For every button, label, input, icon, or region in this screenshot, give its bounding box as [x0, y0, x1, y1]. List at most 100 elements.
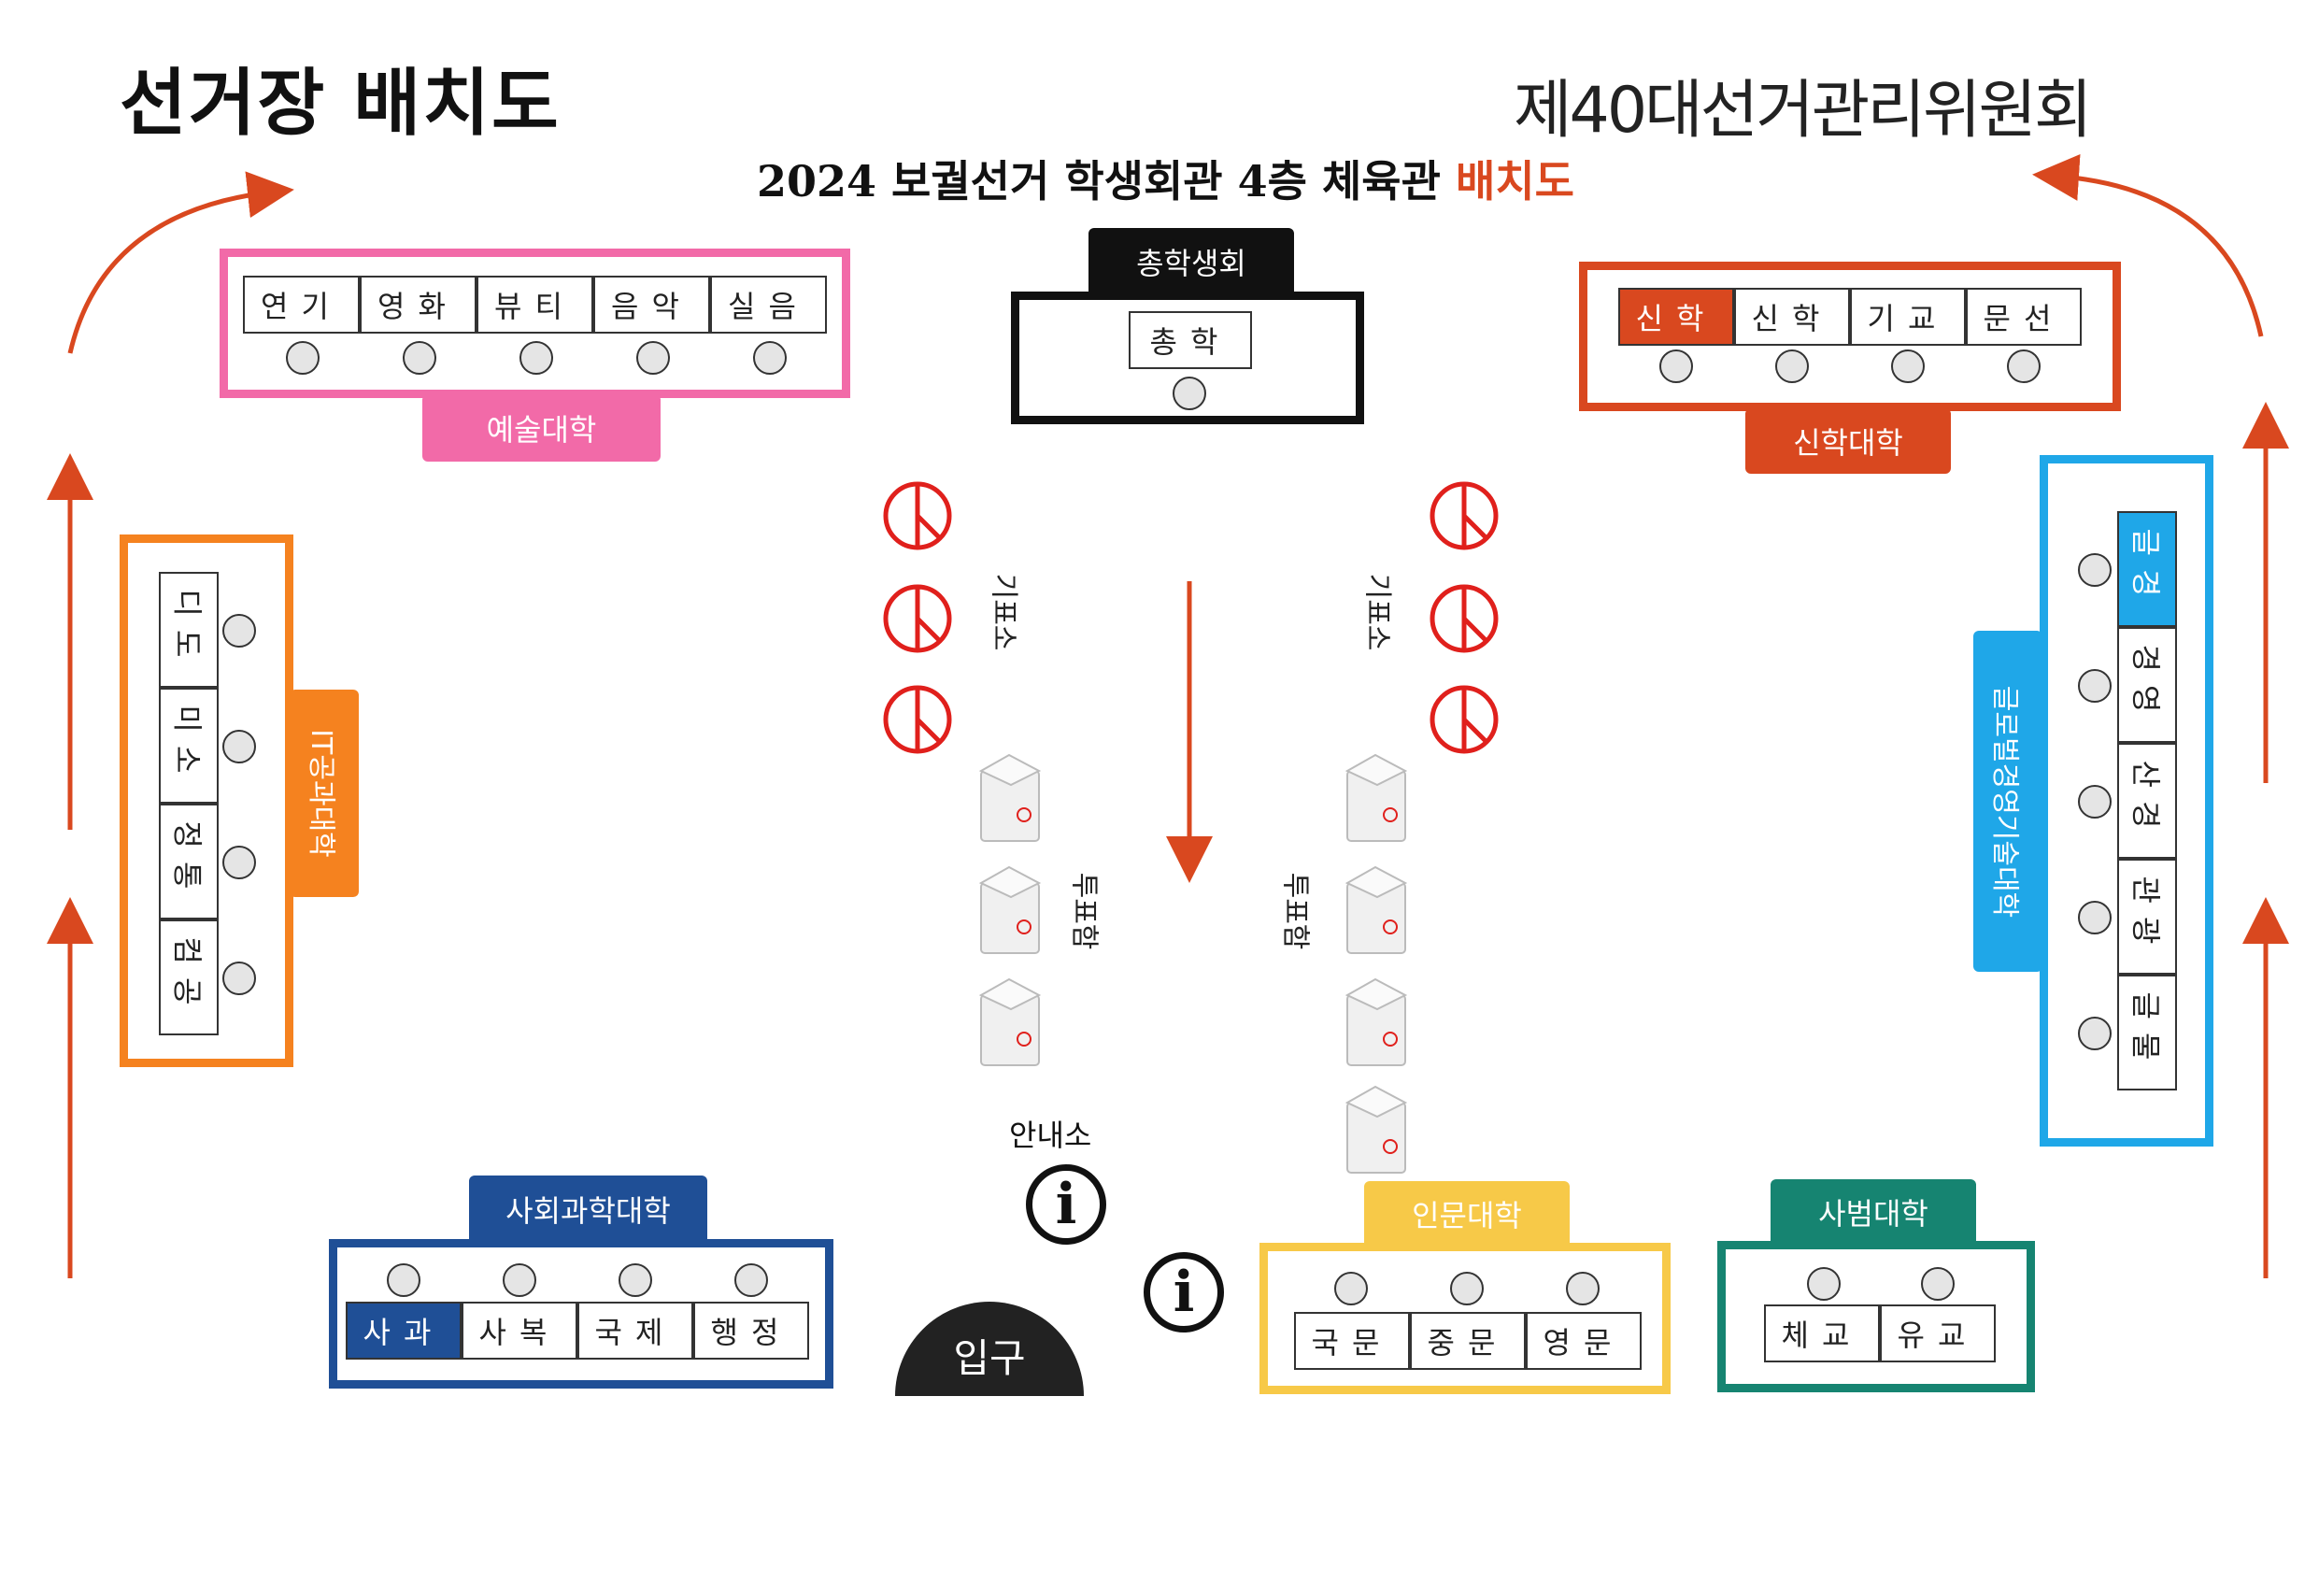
booth-global-3: 관광 — [2117, 859, 2177, 975]
seat — [387, 1263, 420, 1297]
social-college-label: 사회과학대학 — [469, 1176, 707, 1243]
seat — [1891, 349, 1925, 383]
booth-arts-1: 영화 — [360, 276, 477, 334]
humanities-booth-row: 국문 중문 영문 — [1294, 1312, 1642, 1370]
arrow-left-top — [67, 171, 294, 354]
it-college-label: IT공과대학 — [290, 690, 359, 897]
seat — [753, 341, 787, 375]
seat — [2078, 669, 2112, 703]
info-icon: i — [1144, 1252, 1224, 1332]
booth-social-1: 사복 — [462, 1302, 577, 1360]
booth-it-1: 미소 — [159, 688, 219, 804]
arrow-right-top — [2032, 153, 2264, 337]
seat — [1173, 377, 1206, 410]
seat — [286, 341, 320, 375]
ballot-stamp-icon — [883, 481, 952, 550]
booth-social-0: 사과 — [346, 1302, 462, 1360]
student-council-label: 총학생회 — [1088, 228, 1294, 295]
seat — [2078, 785, 2112, 819]
theology-booth-row: 신학 신학 기교 문선 — [1618, 288, 2082, 346]
seat — [403, 341, 436, 375]
seat — [519, 341, 553, 375]
voting-booth-label-right: 기표소 — [1360, 573, 1393, 651]
ballot-box-icon — [1344, 1085, 1408, 1174]
booth-arts-4: 실음 — [710, 276, 827, 334]
subtitle-accent: 배치도 — [1455, 156, 1574, 207]
booth-theology-0: 신학 — [1618, 288, 1734, 346]
seat — [222, 846, 256, 879]
seat — [222, 962, 256, 995]
booth-student-council: 총학 — [1129, 311, 1252, 369]
seat — [503, 1263, 536, 1297]
ballot-box-icon — [978, 865, 1042, 954]
seat — [1921, 1267, 1955, 1301]
booth-global-4: 글물 — [2117, 975, 2177, 1090]
ballot-stamp-icon — [883, 584, 952, 653]
ballot-box-icon — [978, 753, 1042, 842]
global-college-label: 글로벌경영기술대학 — [1973, 631, 2042, 972]
booth-arts-2: 뷰티 — [477, 276, 593, 334]
booth-social-3: 행정 — [693, 1302, 809, 1360]
arts-college-label: 예술대학 — [422, 394, 661, 462]
ballot-box-icon — [1344, 977, 1408, 1066]
booth-global-0: 글경 — [2117, 511, 2177, 627]
theology-college-label: 신학대학 — [1745, 408, 1951, 474]
booth-social-2: 국제 — [577, 1302, 693, 1360]
booth-education-1: 유교 — [1880, 1304, 1996, 1362]
booth-education-0: 체교 — [1764, 1304, 1880, 1362]
ballot-boxes — [978, 753, 1408, 1174]
info-icon: i — [1026, 1164, 1106, 1245]
it-booth-col: 디도 미소 정통 컴공 — [159, 572, 219, 1035]
seat — [1659, 349, 1693, 383]
global-booth-col: 글경 경영 산경 관광 글물 — [2117, 511, 2177, 1090]
booth-humanities-0: 국문 — [1294, 1312, 1410, 1370]
ballot-box-icon — [978, 977, 1042, 1066]
ballot-stamp-icon — [883, 685, 952, 754]
education-booth-row: 체교 유교 — [1764, 1304, 1996, 1362]
seat — [222, 614, 256, 648]
ballot-stamp-icon — [1430, 481, 1499, 550]
ballot-stamp-icon — [1430, 584, 1499, 653]
ballot-stamp-icon — [1430, 685, 1499, 754]
booth-arts-3: 음악 — [593, 276, 710, 334]
booth-it-2: 정통 — [159, 804, 219, 919]
ballot-box-icon — [1344, 753, 1408, 842]
booth-humanities-1: 중문 — [1410, 1312, 1526, 1370]
ballot-box-icon — [1344, 865, 1408, 954]
arts-booth-row: 연기 영화 뷰티 음악 실음 — [243, 276, 827, 334]
entrance-label: 입구 — [953, 1335, 1026, 1381]
seat — [1566, 1272, 1600, 1305]
seat — [1334, 1272, 1368, 1305]
booth-it-3: 컴공 — [159, 919, 219, 1035]
seat — [1450, 1272, 1484, 1305]
ballot-box-label-left: 투표함 — [1067, 872, 1100, 950]
seat — [1775, 349, 1809, 383]
booth-theology-3: 문선 — [1966, 288, 2082, 346]
seat — [2078, 1017, 2112, 1050]
voting-booth-label-left: 기표소 — [987, 573, 1019, 651]
seat — [619, 1263, 652, 1297]
info-desk-label: 안내소 — [1009, 1118, 1092, 1153]
subtitle: 2024 보궐선거 학생회관 4층 체육관 배치도 — [757, 148, 1574, 209]
booth-global-2: 산경 — [2117, 743, 2177, 859]
seat — [2007, 349, 2041, 383]
seat — [1807, 1267, 1841, 1301]
booth-it-0: 디도 — [159, 572, 219, 688]
seat — [222, 730, 256, 763]
humanities-college-label: 인문대학 — [1364, 1181, 1570, 1247]
subtitle-main: 2024 보궐선거 학생회관 4층 체육관 — [757, 156, 1456, 207]
booth-theology-2: 기교 — [1850, 288, 1966, 346]
booth-theology-1: 신학 — [1734, 288, 1850, 346]
booth-humanities-2: 영문 — [1526, 1312, 1642, 1370]
education-college-label: 사범대학 — [1771, 1179, 1976, 1245]
seat — [2078, 901, 2112, 934]
booth-arts-0: 연기 — [243, 276, 360, 334]
ballot-box-label-right: 투표함 — [1278, 872, 1311, 950]
seat — [2078, 553, 2112, 587]
seat — [636, 341, 670, 375]
committee-name: 제40대선거관리위원회 — [1514, 74, 2093, 148]
social-booth-row: 사과 사복 국제 행정 — [346, 1302, 809, 1360]
page-title: 선거장 배치도 — [120, 61, 561, 146]
